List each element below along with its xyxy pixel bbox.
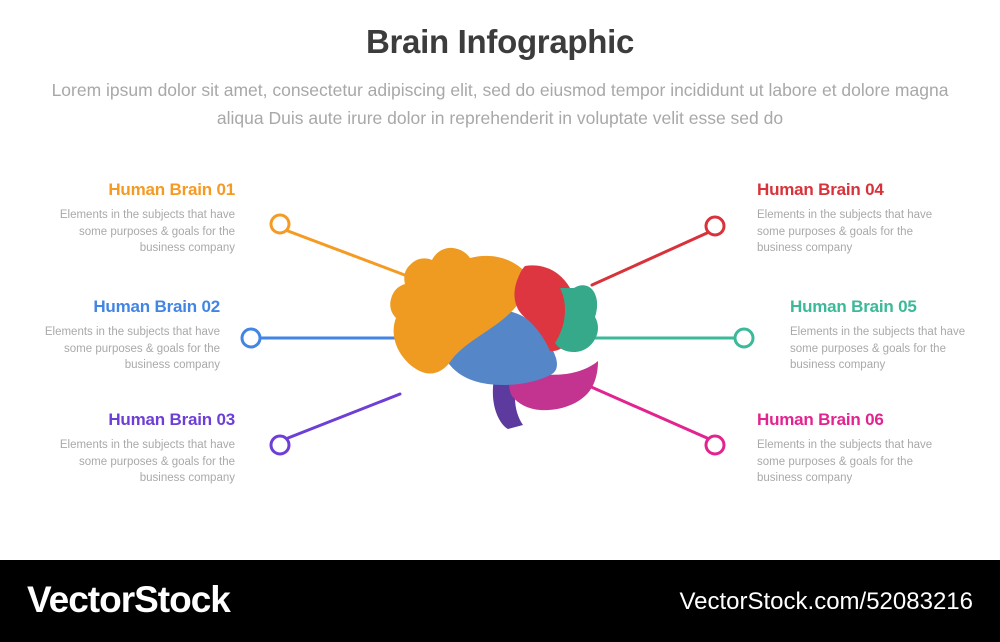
connector-dot-03[interactable] — [269, 434, 291, 456]
item-02-title: Human Brain 02 — [93, 297, 220, 316]
item-01-title: Human Brain 01 — [108, 180, 235, 199]
item-05[interactable]: Human Brain 05 Elements in the subjects … — [790, 297, 990, 374]
connector-03 — [269, 392, 402, 456]
item-03-title: Human Brain 03 — [108, 410, 235, 429]
item-04-title: Human Brain 04 — [757, 180, 884, 199]
connector-dot-01[interactable] — [269, 213, 291, 235]
item-01-desc: Elements in the subjects that have some … — [59, 209, 235, 254]
item-02[interactable]: Human Brain 02 Elements in the subjects … — [20, 297, 220, 374]
brain-illustration — [390, 247, 598, 429]
brain-region-frontal[interactable] — [390, 247, 527, 374]
item-03[interactable]: Human Brain 03 Elements in the subjects … — [35, 410, 235, 487]
item-04[interactable]: Human Brain 04 Elements in the subjects … — [757, 180, 957, 257]
connector-line-06 — [587, 384, 709, 440]
connector-06 — [587, 384, 726, 456]
connector-dot-04[interactable] — [704, 215, 726, 237]
item-06-desc: Elements in the subjects that have some … — [757, 439, 933, 484]
item-06-title: Human Brain 06 — [757, 410, 884, 429]
connector-05 — [590, 327, 755, 349]
item-04-desc: Elements in the subjects that have some … — [757, 209, 933, 254]
connector-dot-06[interactable] — [704, 434, 726, 456]
item-01[interactable]: Human Brain 01 Elements in the subjects … — [35, 180, 235, 257]
brain-region-parietal[interactable] — [514, 265, 577, 352]
connector-line-01 — [286, 229, 412, 279]
brain-region-occipital[interactable] — [555, 285, 598, 352]
page-title: Brain Infographic — [365, 23, 635, 60]
connector-02 — [240, 327, 399, 349]
item-02-desc: Elements in the subjects that have some … — [44, 326, 220, 371]
connector-dot-02[interactable] — [240, 327, 262, 349]
vectorstock-url: VectorStock.com/52083216 — [679, 588, 973, 615]
connector-dot-05[interactable] — [733, 327, 755, 349]
item-06[interactable]: Human Brain 06 Elements in the subjects … — [757, 410, 957, 487]
connector-04 — [590, 215, 726, 287]
vectorstock-logo: VectorStock — [27, 579, 231, 620]
connector-line-03 — [286, 392, 402, 440]
connector-line-04 — [590, 231, 709, 287]
item-03-desc: Elements in the subjects that have some … — [59, 439, 235, 484]
page-subtitle: Lorem ipsum dolor sit amet, consectetur … — [51, 80, 949, 128]
watermark-footer: VectorStock VectorStock.com/52083216 — [0, 560, 1000, 642]
brain-diagram — [240, 213, 755, 456]
item-05-desc: Elements in the subjects that have some … — [790, 326, 966, 371]
connector-01 — [269, 213, 412, 279]
item-05-title: Human Brain 05 — [790, 297, 917, 316]
